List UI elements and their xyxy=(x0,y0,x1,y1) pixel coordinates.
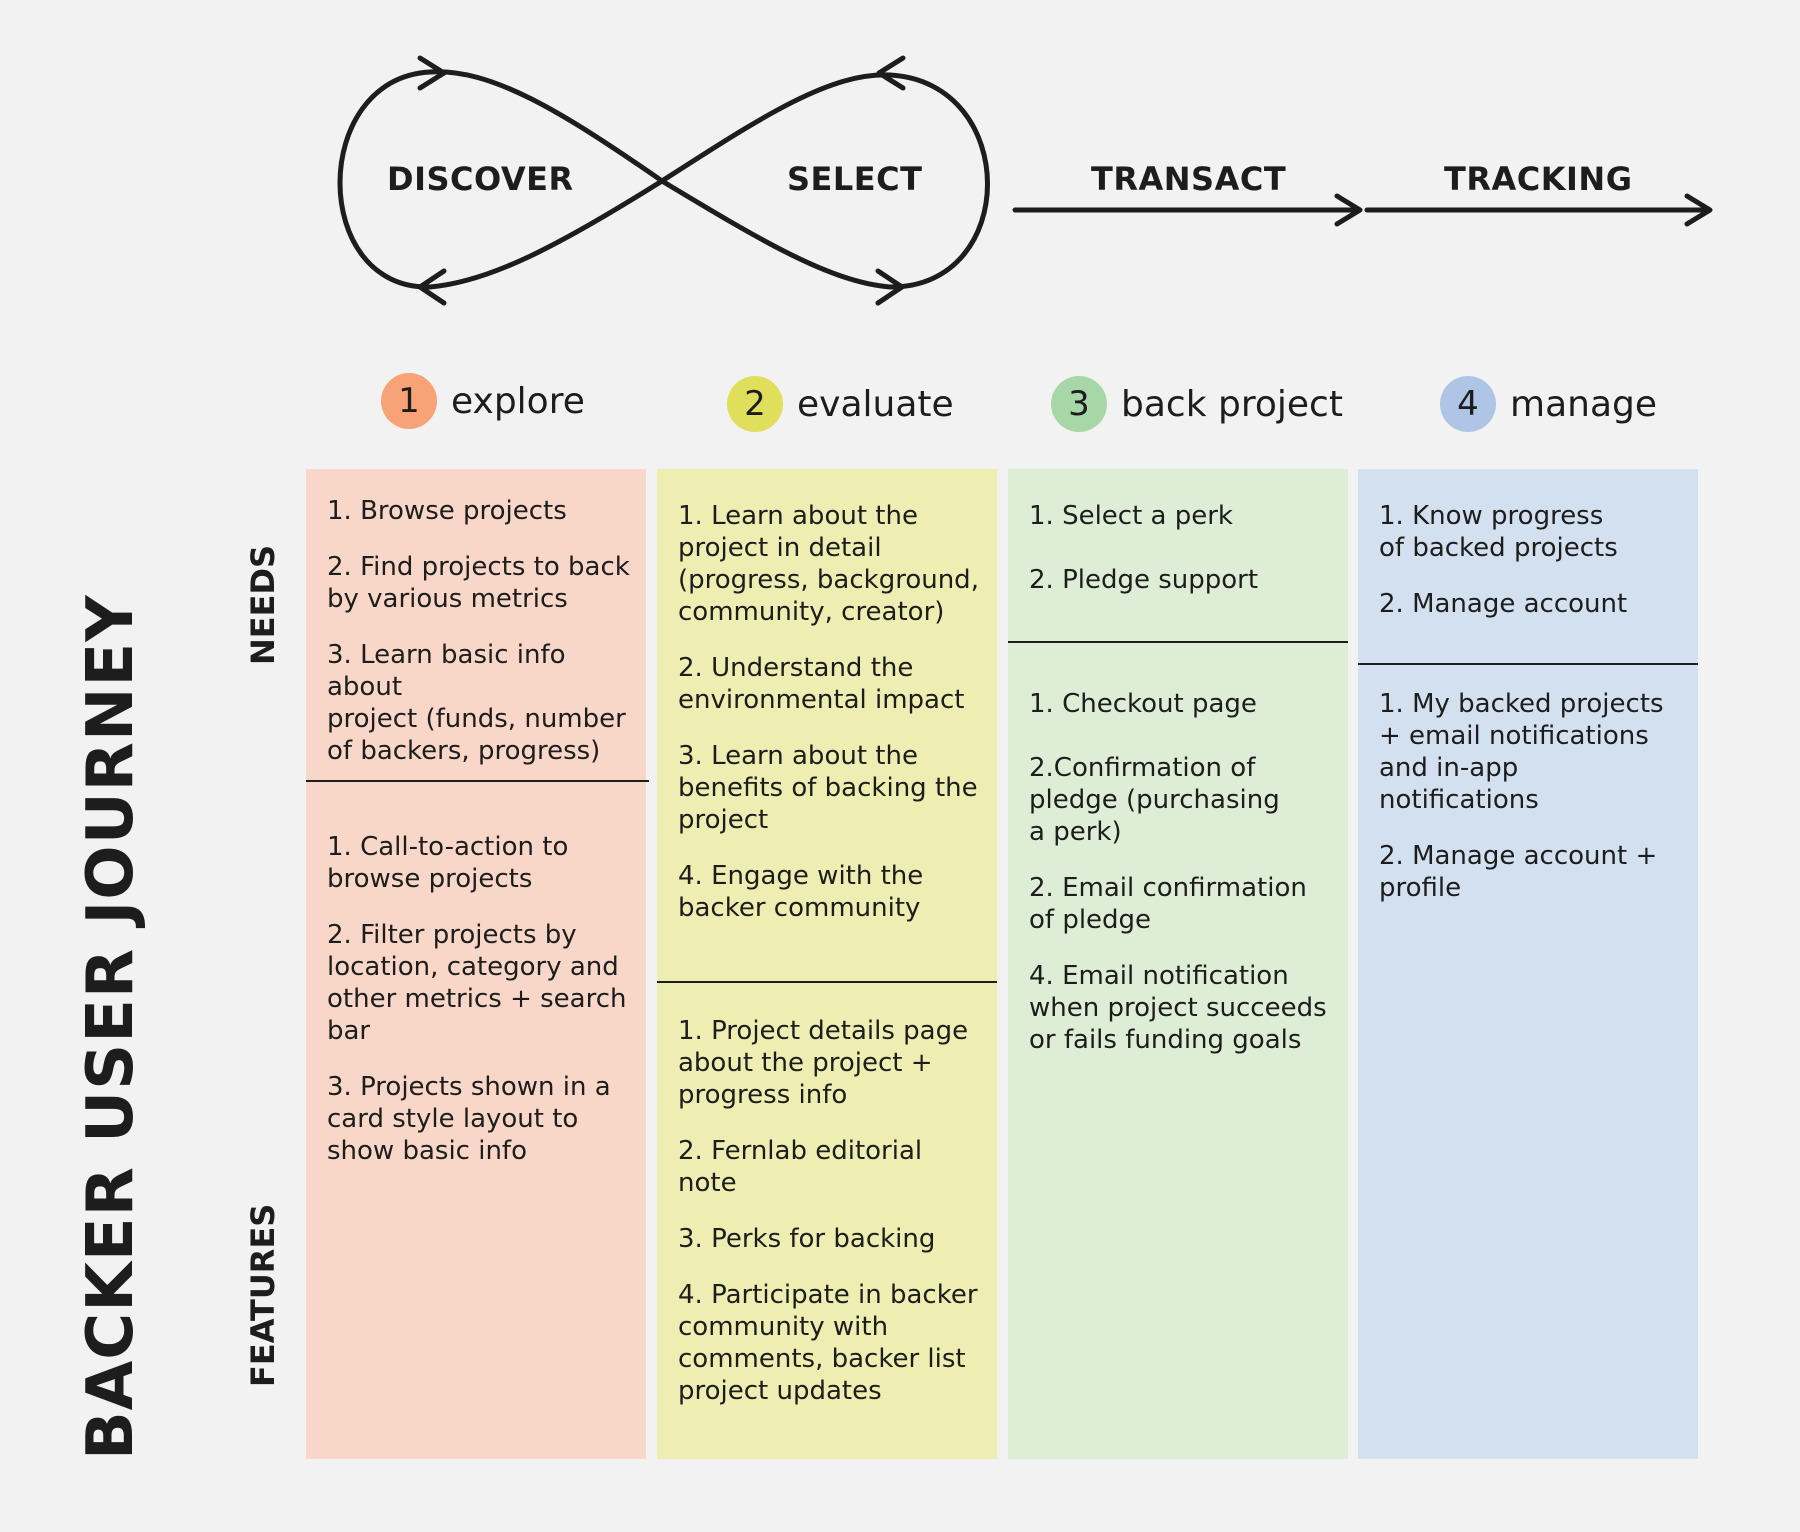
list-item: 4. Email notification when project succe… xyxy=(1029,961,1327,1055)
list-item: 2. Manage account + profile xyxy=(1379,841,1658,903)
needs-list: 1. Learn about the project in detail (pr… xyxy=(657,500,997,948)
stage-explore: 1 explore xyxy=(381,373,585,429)
list-item: 1. Know progress of backed projects xyxy=(1379,501,1618,563)
list-item: 1. Browse projects xyxy=(327,496,567,526)
stage-name: back project xyxy=(1121,383,1343,425)
stage-name: manage xyxy=(1510,383,1658,425)
list-item: 4. Engage with the backer community xyxy=(678,861,924,923)
list-item: 2.Confirmation of pledge (purchasing a p… xyxy=(1029,753,1280,847)
phase-transact: TRANSACT xyxy=(1091,160,1287,198)
row-label-features: FEATURES xyxy=(244,1203,282,1387)
arrow-head-bottom-right xyxy=(875,268,905,306)
stage-manage: 4 manage xyxy=(1440,376,1657,432)
features-list: 1. My backed projects + email notificati… xyxy=(1358,688,1698,928)
phase-select: SELECT xyxy=(787,160,923,198)
stage-evaluate: 2 evaluate xyxy=(727,376,954,432)
stage-number-badge: 4 xyxy=(1440,376,1496,432)
divider xyxy=(306,780,649,782)
list-item: 1. My backed projects + email notificati… xyxy=(1379,689,1664,815)
list-item: 1. Project details page about the projec… xyxy=(678,1016,969,1110)
features-list: 1. Project details page about the projec… xyxy=(657,1015,997,1431)
needs-list: 1. Know progress of backed projects 2. M… xyxy=(1358,500,1698,644)
tracking-arrow xyxy=(1364,193,1713,227)
phase-tracking: TRACKING xyxy=(1444,160,1633,198)
list-item: 3. Learn about the benefits of backing t… xyxy=(678,741,978,835)
column-back-project: 1. Select a perk 2. Pledge support 1. Ch… xyxy=(1008,469,1348,1459)
column-evaluate: 1. Learn about the project in detail (pr… xyxy=(657,469,997,1459)
list-item: 2. Find projects to back by various metr… xyxy=(327,552,630,614)
divider xyxy=(1008,641,1348,643)
list-item: 2. Manage account xyxy=(1379,589,1628,619)
list-item: 3. Learn basic info about project (funds… xyxy=(327,640,626,766)
arrow-head-bottom-left xyxy=(417,268,447,306)
arrow-head-top-right xyxy=(876,55,906,91)
stage-name: explore xyxy=(451,380,585,422)
row-label-needs: NEEDS xyxy=(244,544,282,665)
list-item: 3. Projects shown in a card style layout… xyxy=(327,1072,611,1166)
features-list: 1. Checkout page 2.Confirmation of pledg… xyxy=(1008,688,1348,1080)
diagram-title: BACKER USER JOURNEY xyxy=(74,594,148,1460)
list-item: 1. Call-to-action to browse projects xyxy=(327,832,569,894)
features-list: 1. Call-to-action to browse projects 2. … xyxy=(306,831,646,1191)
list-item: 2. Understand the environmental impact xyxy=(678,653,965,715)
stage-name: evaluate xyxy=(797,383,954,425)
list-item: 3. Perks for backing xyxy=(678,1224,936,1254)
list-item: 2. Pledge support xyxy=(1029,565,1259,595)
divider xyxy=(657,981,997,983)
arrow-head-top-left xyxy=(417,55,447,91)
list-item: 2. Fernlab editorial note xyxy=(678,1136,923,1198)
list-item: 1. Select a perk xyxy=(1029,501,1233,531)
list-item: 2. Email confirmation of pledge xyxy=(1029,873,1307,935)
stage-number-badge: 3 xyxy=(1051,376,1107,432)
phase-discover: DISCOVER xyxy=(387,160,574,198)
transact-arrow xyxy=(1012,193,1363,227)
list-item: 4. Participate in backer community with … xyxy=(678,1280,978,1406)
list-item: 1. Checkout page xyxy=(1029,689,1257,719)
journey-flow-graphic xyxy=(337,55,1713,306)
column-explore: 1. Browse projects 2. Find projects to b… xyxy=(306,469,649,1459)
stage-back-project: 3 back project xyxy=(1051,376,1343,432)
needs-list: 1. Select a perk 2. Pledge support xyxy=(1008,500,1348,620)
stage-number-badge: 1 xyxy=(381,373,437,429)
divider xyxy=(1358,663,1698,665)
column-manage: 1. Know progress of backed projects 2. M… xyxy=(1358,469,1698,1459)
list-item: 1. Learn about the project in detail (pr… xyxy=(678,501,979,627)
needs-list: 1. Browse projects 2. Find projects to b… xyxy=(306,495,646,791)
list-item: 2. Filter projects by location, category… xyxy=(327,920,627,1046)
stage-number-badge: 2 xyxy=(727,376,783,432)
